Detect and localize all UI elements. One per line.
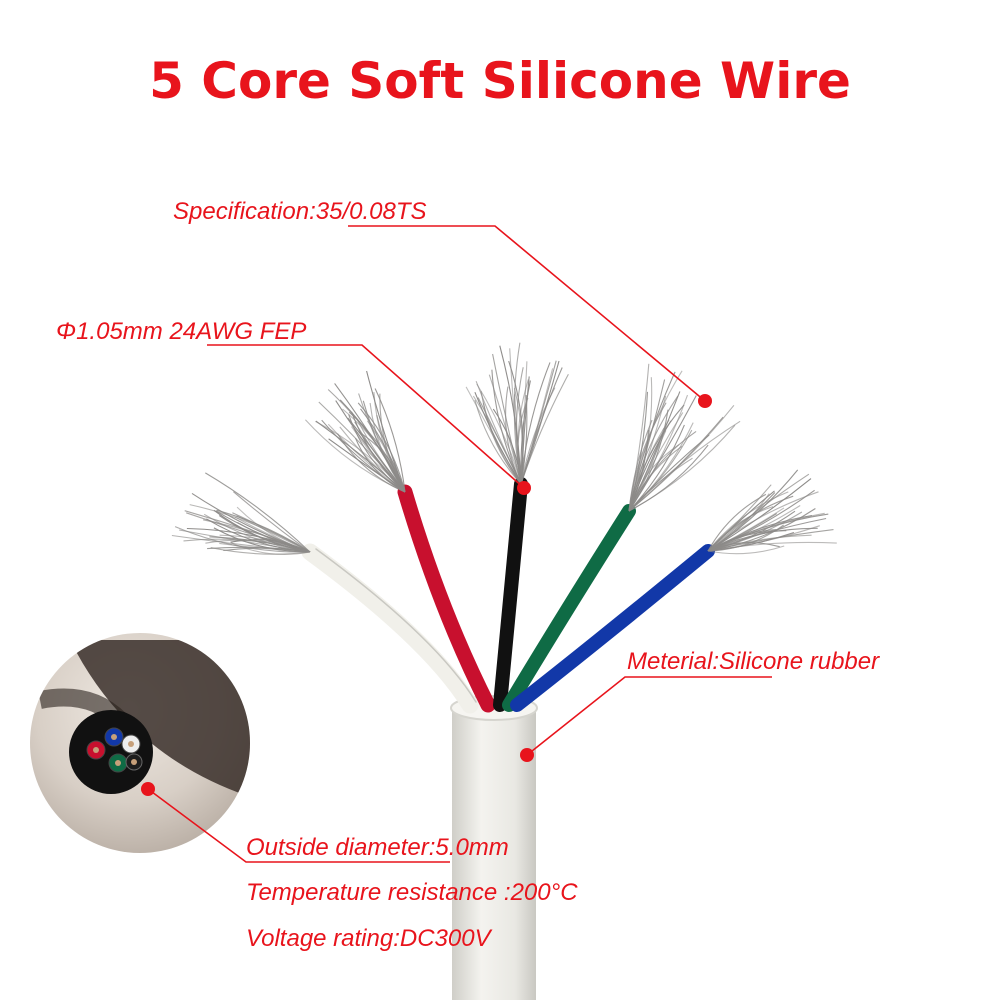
strand [513, 342, 522, 485]
strand [205, 472, 311, 553]
strand [505, 386, 522, 485]
core-white-edge [315, 548, 477, 703]
strand [707, 534, 812, 552]
strand [628, 429, 693, 512]
core-white [301, 543, 479, 714]
strand [475, 381, 522, 485]
outside-diameter-label: Outside diameter:5.0mm [246, 834, 509, 861]
page-title: 5 Core Soft Silicone Wire [149, 52, 851, 110]
strand [628, 395, 697, 512]
strand [315, 420, 406, 493]
callout-dots [141, 394, 712, 796]
voltage-label: Voltage rating:DC300V [246, 925, 491, 952]
specification-label: Specification:35/0.08TS [173, 198, 427, 225]
strand [520, 376, 530, 485]
core-red [397, 484, 496, 713]
strand [476, 383, 522, 485]
callout-od [147, 788, 450, 863]
strand [235, 516, 311, 553]
strand [354, 437, 406, 493]
material-label: Meterial:Silicone rubber [627, 648, 880, 675]
strand [707, 478, 812, 552]
strand [628, 416, 724, 512]
strand [366, 370, 406, 493]
cross-section-inset [30, 633, 250, 853]
callout-material [526, 676, 772, 756]
strand [233, 491, 311, 553]
core-green [502, 504, 636, 712]
strand [707, 513, 829, 552]
strand [707, 525, 820, 552]
strand [357, 402, 406, 493]
strand [342, 408, 406, 493]
strand [374, 388, 406, 493]
strand [628, 444, 709, 512]
strand [520, 367, 563, 485]
strand [628, 419, 653, 512]
strand [520, 360, 560, 485]
strand [492, 353, 522, 485]
core-black [493, 477, 528, 712]
copper-strands [171, 342, 837, 555]
callout-lines [147, 225, 772, 863]
strand [474, 399, 522, 485]
conductor-label: Φ1.05mm 24AWG FEP [56, 318, 307, 345]
strand [707, 506, 774, 552]
wire-cores [301, 477, 715, 714]
core-blue [510, 544, 715, 712]
strand [369, 402, 406, 493]
strand [628, 377, 653, 512]
callout-fep [207, 344, 525, 489]
strand [628, 412, 684, 512]
strand [628, 424, 685, 512]
strand [520, 362, 551, 485]
strand [707, 484, 772, 552]
strand [356, 418, 406, 493]
cable-end [69, 710, 153, 794]
strand [234, 524, 311, 553]
strand [628, 428, 665, 512]
temperature-label: Temperature resistance :200°C [246, 879, 578, 906]
strand [480, 391, 522, 485]
strand [189, 504, 311, 553]
callout-spec [348, 225, 706, 402]
strand [210, 547, 311, 555]
strand [707, 545, 785, 555]
strand [183, 538, 311, 553]
strand [339, 426, 406, 493]
strand [707, 492, 776, 552]
